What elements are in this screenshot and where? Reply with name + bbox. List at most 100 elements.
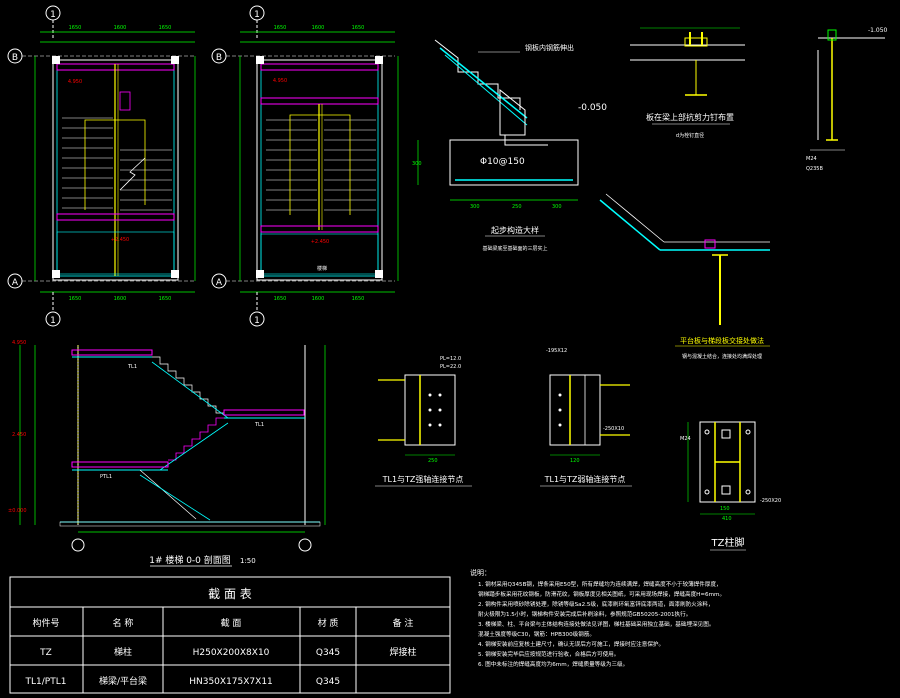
detail-title: TZ柱脚 <box>711 536 745 549</box>
dim-text: 1650 <box>274 296 287 302</box>
plate-tag: -250X10 <box>603 426 624 432</box>
dim-text: 1650 <box>69 296 82 302</box>
general-notes: 说明： 1. 钢材采用Q345B钢，焊条采用E50型，所有焊缝均为连续满焊，焊缝… <box>470 568 725 668</box>
axis-label: 1 <box>254 316 260 326</box>
detail-title: TL1与TZ强轴连接节点 <box>382 474 464 484</box>
table-cell: 焊接柱 <box>389 646 416 658</box>
stair-tag: 楼梯 <box>317 265 327 272</box>
table-cell: Q345 <box>316 677 340 687</box>
note-line: 3. 楼梯梁、柱、平台梁与主体结构连接处做法见详图，梯柱基础采用独立基础，基础埋… <box>478 620 714 628</box>
axis-bubble-1-bottom-left <box>45 311 61 327</box>
dim-text: 1650 <box>159 25 172 31</box>
notes-heading: 说明： <box>470 568 491 577</box>
member-tag: TL1 <box>254 422 264 428</box>
table-cell: TZ <box>39 648 52 658</box>
plate-tag: PL=22.0 <box>440 364 461 370</box>
level-mark: ±0.000 <box>8 508 27 514</box>
dim-text: 1650 <box>69 25 82 31</box>
axis-label: 1 <box>50 10 56 20</box>
plate-tag: -195X12 <box>546 348 567 354</box>
dim-text: 1650 <box>159 296 172 302</box>
detail-label: M24 <box>806 156 817 162</box>
axis-label: 1 <box>254 10 260 20</box>
level-mark: -1.050 <box>868 27 888 34</box>
note-line: 1. 钢材采用Q345B钢，焊条采用E50型，所有焊缝均为连续满焊，焊缝高度不小… <box>478 580 722 588</box>
dim-text: 1600 <box>312 296 325 302</box>
dim-text: 1650 <box>352 25 365 31</box>
note-line: 6. 图中未标注的焊缝高度均为6mm，焊缝质量等级为三级。 <box>478 660 628 668</box>
level-mark: 4.950 <box>68 79 82 85</box>
stair-plan-left: 1 1650 1600 1650 B <box>7 5 196 327</box>
axis-label: A <box>216 278 223 288</box>
detail-shear-stud: 板在梁上部抗剪力钉布置 d为栓钉直径 <box>630 27 745 139</box>
detail-title: TL1与TZ弱轴连接节点 <box>544 474 626 484</box>
axis-label: B <box>216 53 222 63</box>
table-title: 截 面 表 <box>208 587 252 601</box>
dim-text: 1650 <box>352 296 365 302</box>
detail-subtitle: 基础梁底至基础面的三层实上 <box>482 245 547 252</box>
dim-text: 300 <box>552 204 562 210</box>
plate-tag: -250X20 <box>760 498 781 504</box>
detail-start-step: 钢板内钢筋伸出 -0.050 Φ10@150 300 300 250 300 起… <box>412 39 607 252</box>
section-table: 截 面 表 构件号 名 称 截 面 材 质 备 注 TZ 梯柱 H250X200… <box>9 576 451 694</box>
detail-title: 起步构造大样 <box>491 225 539 235</box>
stair-section: 4.950 2.450 ±0.000 TL1 TL1 PTL1 <box>8 340 326 567</box>
table-cell: 梯柱 <box>114 646 132 658</box>
section-scale: 1:50 <box>240 557 256 565</box>
note-line: 4. 钢梯安装前应复核土建尺寸，确认无误后方可施工，焊接时应注意保护。 <box>478 640 664 648</box>
dim-text: 1600 <box>114 25 127 31</box>
detail-label: Q235B <box>806 166 823 172</box>
detail-tl1-strong: PL=12.0 PL=22.0 250 TL1与TZ强轴连接节点 <box>375 356 472 487</box>
level-mark: 4.950 <box>273 78 287 84</box>
level-mark: 2.450 <box>12 432 26 438</box>
table-header: 截 面 <box>221 617 242 629</box>
axis-label: B <box>12 53 18 63</box>
dim-text: 410 <box>722 516 732 522</box>
detail-subtitle: 钢与混凝土结合，连接处均满焊处理 <box>682 353 762 360</box>
dim-text: 1600 <box>312 25 325 31</box>
level-mark: +2.450 <box>311 239 330 245</box>
dim-text: 300 <box>470 204 480 210</box>
axis-label: 1 <box>50 316 56 326</box>
dim-text: 250 <box>428 458 438 464</box>
dim-text: 250 <box>512 204 522 210</box>
dim-text: 1650 <box>274 25 287 31</box>
level-mark: -0.050 <box>578 103 607 113</box>
dim-text: 150 <box>720 506 730 512</box>
note-line: 钢梯踏步板采用花纹钢板，防滑花纹，钢板厚度见相关图纸，可采用现场焊接，焊缝高度H… <box>478 590 725 598</box>
detail-tl1-weak: -195X12 -250X10 120 TL1与TZ弱轴连接节点 <box>540 348 632 487</box>
table-header: 名 称 <box>113 617 134 629</box>
table-cell: H250X200X8X10 <box>193 648 270 658</box>
stair-plan-right: 1 1650 1600 1650 B +2.450 <box>211 5 399 327</box>
dim-text: 300 <box>412 161 422 167</box>
member-tag: PTL1 <box>100 474 112 480</box>
bolt-spec: M24 <box>680 436 691 442</box>
detail-platform-joint: 平台板与梯段板交接处做法 钢与混凝土结合，连接处均满焊处理 <box>599 193 770 360</box>
level-mark: 4.950 <box>12 340 26 346</box>
detail-note: 钢板内钢筋伸出 <box>525 43 574 52</box>
member-tag: TL1 <box>127 364 137 370</box>
detail-title: 平台板与梯段板交接处做法 <box>680 336 764 345</box>
detail-side-anchor: -1.050 M24 Q235B <box>806 27 888 172</box>
table-header: 材 质 <box>318 617 339 629</box>
detail-tz-base: M24 150 410 -250X20 TZ柱脚 <box>680 421 781 551</box>
detail-subtitle: d为栓钉直径 <box>676 132 704 139</box>
table-cell: HN350X175X7X11 <box>189 677 273 687</box>
dim-text: 1600 <box>114 296 127 302</box>
note-line: 2. 钢构件采用喷砂除锈处理，除锈等级Sa2.5级，底漆刷环氧富锌底漆两道，面漆… <box>478 600 714 608</box>
section-title: 1# 楼梯 0-0 剖面图 <box>149 554 231 566</box>
level-mark: +2.450 <box>111 237 130 243</box>
table-header: 备 注 <box>393 617 414 629</box>
table-cell: Q345 <box>316 648 340 658</box>
table-header: 构件号 <box>32 617 59 629</box>
axis-label: A <box>12 278 19 288</box>
rebar-spec: Φ10@150 <box>480 157 525 167</box>
note-line: 混凝土强度等级C30，钢筋：HPB300级钢筋。 <box>478 630 595 638</box>
plate-tag: PL=12.0 <box>440 356 461 362</box>
table-cell: TL1/PTL1 <box>25 677 67 687</box>
note-line: 耐火极限为1.5小时，钢梯构件安装完成后补刷涂料，参照规范GB50205-200… <box>478 610 691 618</box>
dim-text: 120 <box>570 458 580 464</box>
table-cell: 梯梁/平台梁 <box>99 675 147 687</box>
note-line: 5. 钢梯安装完毕后应按规范进行验收，合格后方可使用。 <box>478 650 619 658</box>
